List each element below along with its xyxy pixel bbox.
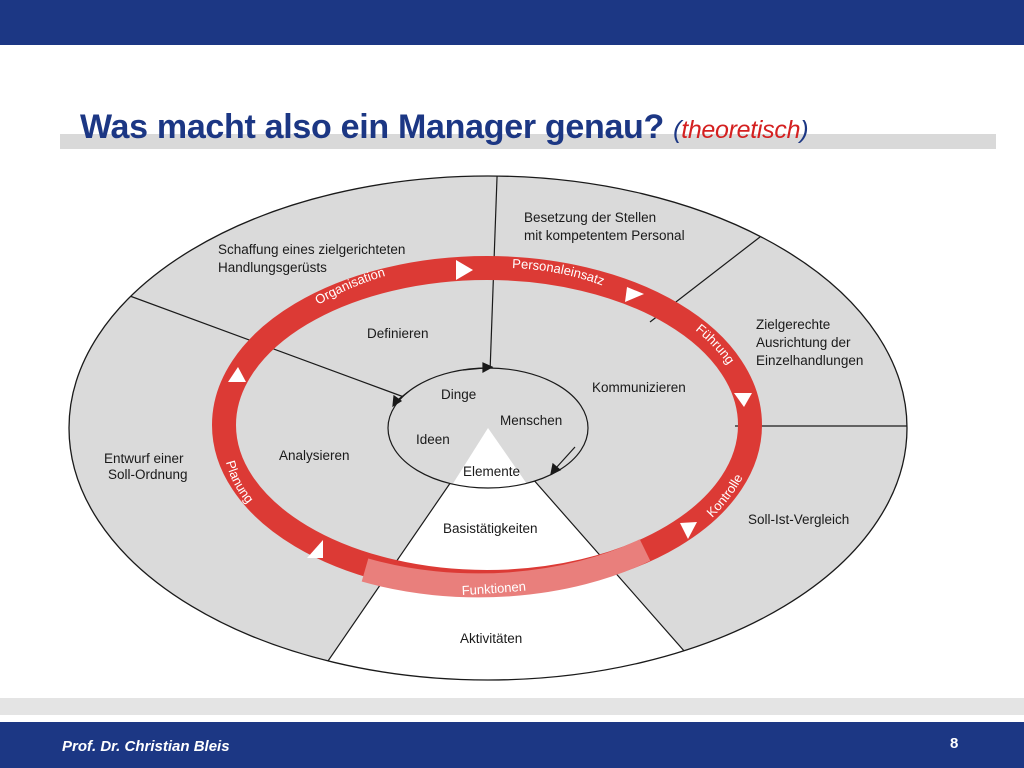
label-definieren: Definieren: [367, 326, 429, 341]
label-planung-desc-line2: Soll-Ordnung: [108, 467, 188, 482]
ring-arrow-personaleinsatz: [625, 287, 644, 302]
label-fuehrung-desc-line3: Einzelhandlungen: [756, 353, 863, 368]
label-kommunizieren: Kommunizieren: [592, 380, 686, 395]
bottom-gray-band: [0, 698, 1024, 715]
label-elemente: Elemente: [463, 464, 520, 479]
ring-arrow-kontrolle: [680, 522, 697, 539]
label-ideen: Ideen: [416, 432, 450, 447]
label-aktivitaeten: Aktivitäten: [460, 631, 522, 646]
ring-label-funktionen: Funktionen: [461, 579, 526, 598]
label-dinge: Dinge: [441, 387, 476, 402]
slide-title: Was macht also ein Manager genau? (theor…: [80, 108, 809, 147]
inner-arrows: [392, 362, 576, 476]
top-banner: [0, 0, 1024, 45]
label-basistaetigkeiten: Basistätigkeiten: [443, 521, 538, 536]
ring-arrow-analysieren: [228, 367, 246, 382]
label-kontrolle-desc: Soll-Ist-Vergleich: [748, 512, 849, 527]
label-menschen: Menschen: [500, 413, 562, 428]
inner-circle: [387, 367, 589, 489]
label-analysieren: Analysieren: [279, 448, 350, 463]
label-personaleinsatz-desc-line1: Besetzung der Stellen: [524, 210, 656, 225]
ring-arrow-fuehrung: [734, 393, 752, 407]
ring-arrow-organisation: [456, 260, 473, 280]
title-subtitle: theoretisch: [681, 116, 801, 144]
label-organisation-desc-line1: Schaffung eines zielgerichteten: [218, 242, 405, 257]
title-paren-open: (: [673, 116, 682, 144]
outer-ellipse: [68, 175, 908, 681]
functions-ring-light-segment: [361, 539, 651, 598]
label-planung-desc-line1: Entwurf einer: [104, 451, 184, 466]
label-organisation-desc-line2: Handlungsgerüsts: [218, 260, 327, 275]
ring-arrow-planung: [307, 540, 323, 558]
divider-lower-right: [487, 427, 781, 680]
footer-banner: [0, 722, 1024, 768]
title-underline-bar: [60, 134, 996, 149]
footer-author: Prof. Dr. Christian Bleis: [62, 738, 230, 755]
title-main: Was macht also ein Manager genau?: [80, 108, 664, 146]
title-paren-close: ): [800, 116, 809, 144]
label-fuehrung-desc-line2: Ausrichtung der: [756, 335, 851, 350]
label-fuehrung-desc-line1: Zielgerechte: [756, 317, 830, 332]
page-number: 8: [950, 735, 959, 752]
label-personaleinsatz-desc-line2: mit kompetentem Personal: [524, 228, 685, 243]
